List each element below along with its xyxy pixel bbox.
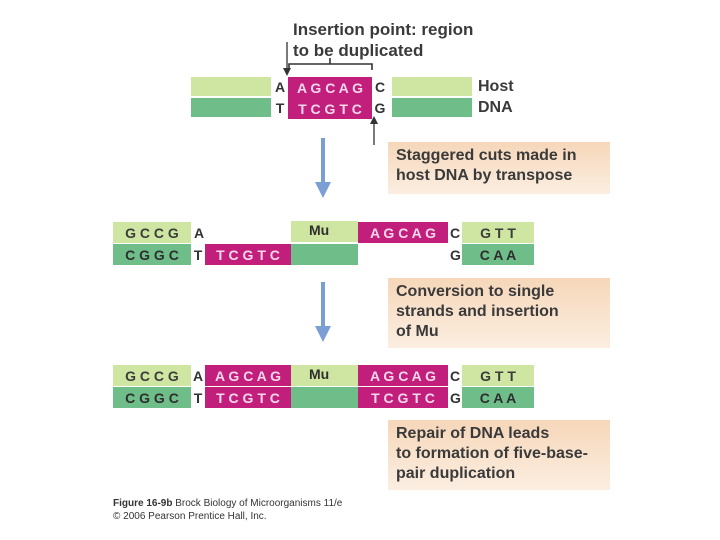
row3-bottom-magenta-right: T C G T C bbox=[358, 387, 448, 408]
caption1-line-2: host DNA by transpose bbox=[396, 167, 573, 184]
row3-top-c: C bbox=[450, 367, 461, 384]
row3-top-a: A bbox=[193, 367, 204, 384]
host-label-line-1: Host bbox=[478, 78, 514, 95]
caption2-line-3: of Mu bbox=[396, 323, 439, 340]
host-label-line-2: DNA bbox=[478, 99, 513, 116]
row3-bottom-right-green: C A A bbox=[462, 387, 534, 408]
row2-top-magenta: A G C A G bbox=[358, 222, 448, 243]
row3-mu-top bbox=[291, 365, 358, 386]
caption-conversion: Conversion to single strands and inserti… bbox=[388, 278, 610, 348]
row3-top-right-green: G T T bbox=[462, 365, 534, 386]
row1-bottom-magenta: T C G T C bbox=[288, 98, 372, 119]
row1-bottom-left-host bbox=[191, 98, 271, 117]
row3-mu-bottom bbox=[291, 387, 358, 408]
title-line-2: to be duplicated bbox=[293, 41, 424, 60]
row1-top-left-base: A bbox=[274, 78, 286, 95]
caption3-line-2: to formation of five-base- bbox=[396, 445, 589, 462]
caption1-line-1: Staggered cuts made in bbox=[396, 147, 577, 164]
bottom-cut-arrow-head bbox=[370, 116, 378, 124]
caption3-line-3: pair duplication bbox=[396, 465, 516, 482]
credit-book: Brock Biology of Microorganisms 11/e bbox=[175, 498, 343, 509]
down-arrow-1 bbox=[315, 138, 331, 198]
figure-credit: Figure 16-9b Brock Biology of Microorgan… bbox=[113, 497, 342, 523]
row3-bottom-magenta-left: T C G T C bbox=[205, 387, 291, 408]
row3-top-left-green: G C C G bbox=[113, 365, 191, 386]
top-cut-arrow-head bbox=[283, 68, 291, 76]
row1-bottom-right-base: G bbox=[374, 99, 386, 116]
row2-bottom-right-green: C A A bbox=[462, 244, 534, 265]
down-arrow-2 bbox=[315, 282, 331, 342]
row2-mu-label: Mu bbox=[309, 222, 330, 238]
title-line-1: Insertion point: region bbox=[293, 20, 474, 39]
bracket bbox=[288, 58, 373, 70]
row2-top-a: A bbox=[193, 224, 205, 241]
row1-top-magenta: A G C A G bbox=[288, 77, 372, 98]
row1-bottom-left-base: T bbox=[275, 99, 285, 116]
credit-figure: Figure 16-9b bbox=[113, 498, 173, 509]
row1-top-right-base: C bbox=[374, 78, 386, 95]
row2-bottom-t: T bbox=[193, 246, 203, 263]
row3-bottom-g: G bbox=[450, 389, 461, 406]
caption3-line-1: Repair of DNA leads bbox=[396, 425, 550, 442]
row2-mu-top bbox=[291, 221, 358, 242]
row2-bottom-g: G bbox=[450, 246, 461, 263]
row3-bottom-t: T bbox=[193, 389, 203, 406]
row3-top-magenta-left: A G C A G bbox=[205, 365, 291, 386]
row1-top-right-host bbox=[392, 77, 472, 96]
row3-top-magenta-right: A G C A G bbox=[358, 365, 448, 386]
row1-top-left-host bbox=[191, 77, 271, 96]
row2-bottom-magenta: T C G T C bbox=[205, 244, 291, 265]
row1-bottom-right-host bbox=[392, 98, 472, 117]
row3-bottom-left-green: C G G C bbox=[113, 387, 191, 408]
row2-mu-bottom bbox=[291, 244, 358, 265]
caption2-line-2: strands and insertion bbox=[396, 303, 559, 320]
caption-staggered-cuts: Staggered cuts made in host DNA by trans… bbox=[388, 142, 610, 194]
caption2-line-1: Conversion to single bbox=[396, 283, 555, 300]
row2-top-right-green: G T T bbox=[462, 222, 534, 243]
row2-top-c: C bbox=[450, 224, 461, 241]
insertion-markers bbox=[283, 42, 378, 145]
credit-line-1: Figure 16-9b Brock Biology of Microorgan… bbox=[113, 497, 342, 510]
row3-mu-label: Mu bbox=[309, 366, 330, 382]
caption-repair: Repair of DNA leads to formation of five… bbox=[388, 420, 610, 490]
credit-copyright: © 2006 Pearson Prentice Hall, Inc. bbox=[113, 511, 267, 522]
row2-top-left-green: G C C G bbox=[113, 222, 191, 243]
row2-bottom-left-green: C G G C bbox=[113, 244, 191, 265]
